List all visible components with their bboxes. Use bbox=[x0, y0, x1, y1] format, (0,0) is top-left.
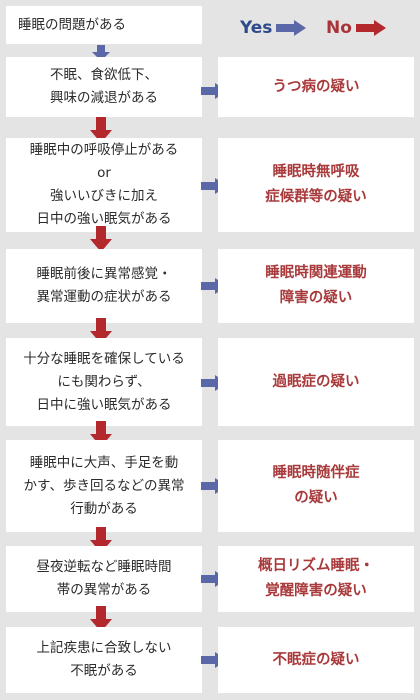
arrow-down-yes-icon bbox=[92, 45, 110, 61]
result-text: うつ病の疑い bbox=[272, 78, 360, 95]
arrow-down-no-icon bbox=[90, 226, 112, 252]
arrow-down-no-icon bbox=[90, 606, 112, 632]
question-box-4: 十分な睡眠を確保している にも関わらず、 日中に強い眠気がある bbox=[6, 338, 202, 426]
question-box-1: 不眠、食欲低下、 興味の減退がある bbox=[6, 57, 202, 117]
result-box-2: 睡眠時無呼吸 症候群等の疑い bbox=[218, 138, 414, 232]
result-box-4: 過眠症の疑い bbox=[218, 338, 414, 426]
question-text: 不眠、食欲低下、 興味の減退がある bbox=[50, 67, 158, 106]
question-text: 十分な睡眠を確保している にも関わらず、 日中に強い眠気がある bbox=[23, 350, 185, 413]
result-box-6: 概日リズム睡眠・ 覚醒障害の疑い bbox=[218, 546, 414, 612]
result-text: 睡眠時随伴症 の疑い bbox=[272, 465, 360, 506]
result-box-7: 不眠症の疑い bbox=[218, 627, 414, 693]
question-box-7: 上記疾患に合致しない 不眠がある bbox=[6, 627, 202, 693]
result-text: 不眠症の疑い bbox=[272, 651, 360, 668]
result-text: 概日リズム睡眠・ 覚醒障害の疑い bbox=[258, 558, 374, 599]
question-text: 睡眠前後に異常感覚・ 異常運動の症状がある bbox=[36, 266, 172, 305]
question-box-2: 睡眠中の呼吸停止がある or 強いいびきに加え 日中の強い眠気がある bbox=[6, 138, 202, 232]
result-text: 睡眠時関連運動 障害の疑い bbox=[265, 265, 367, 306]
legend-no-arrow-icon bbox=[356, 20, 386, 36]
legend-no-label: No bbox=[326, 18, 352, 38]
question-box-6: 昼夜逆転など睡眠時間 帯の異常がある bbox=[6, 546, 202, 612]
result-text: 過眠症の疑い bbox=[272, 373, 360, 390]
legend-yes-label: Yes bbox=[240, 18, 273, 38]
question-box-3: 睡眠前後に異常感覚・ 異常運動の症状がある bbox=[6, 249, 202, 323]
start-box: 睡眠の問題がある bbox=[6, 6, 202, 44]
result-box-3: 睡眠時関連運動 障害の疑い bbox=[218, 249, 414, 323]
question-text: 昼夜逆転など睡眠時間 帯の異常がある bbox=[36, 559, 172, 598]
question-box-5: 睡眠中に大声、手足を動 かす、歩き回るなどの異常 行動がある bbox=[6, 440, 202, 532]
arrow-down-no-icon bbox=[90, 117, 112, 143]
result-box-5: 睡眠時随伴症 の疑い bbox=[218, 440, 414, 532]
arrow-down-no-icon bbox=[90, 318, 112, 344]
start-text: 睡眠の問題がある bbox=[18, 16, 126, 33]
result-box-1: うつ病の疑い bbox=[218, 57, 414, 117]
legend-yes-arrow-icon bbox=[276, 20, 306, 36]
question-text: 上記疾患に合致しない 不眠がある bbox=[36, 640, 172, 679]
question-text: 睡眠中に大声、手足を動 かす、歩き回るなどの異常 行動がある bbox=[23, 454, 185, 517]
result-text: 睡眠時無呼吸 症候群等の疑い bbox=[265, 164, 367, 205]
question-text: 睡眠中の呼吸停止がある or 強いいびきに加え 日中の強い眠気がある bbox=[29, 142, 179, 227]
